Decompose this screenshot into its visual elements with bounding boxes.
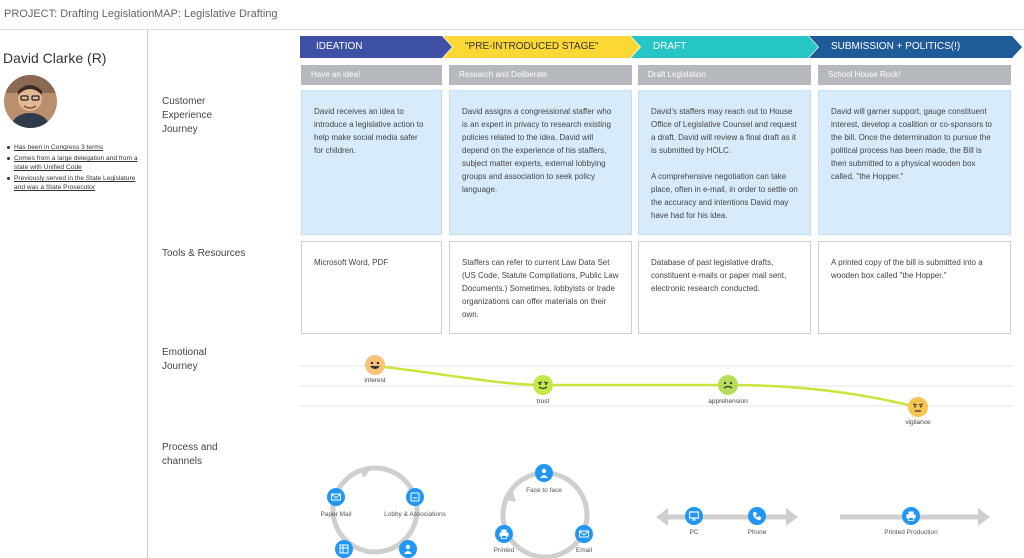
stage-draft[interactable]: DRAFT bbox=[653, 41, 687, 52]
web-icon[interactable] bbox=[335, 540, 353, 558]
emotion-label: interest bbox=[364, 377, 386, 384]
stage-subtitle-pre-introduced: Research and Deliberate bbox=[449, 65, 632, 85]
persona-bullet[interactable]: Comes from a large delegation and from a… bbox=[5, 154, 140, 172]
experience-text: David's staffers may reach out to House … bbox=[651, 107, 797, 155]
stage-arrow-submission bbox=[809, 36, 1022, 58]
channel-cycle-ring bbox=[330, 465, 420, 555]
tools-text: A printed copy of the bill is submitted … bbox=[831, 258, 983, 280]
emotion-face-trust[interactable] bbox=[533, 375, 553, 395]
email-icon[interactable] bbox=[575, 525, 593, 543]
row-label-process: Process and channels bbox=[162, 442, 218, 467]
stage-pre-introduced[interactable]: "PRE-INTRODUCED STAGE" bbox=[465, 41, 599, 52]
channel-label: Printed bbox=[493, 547, 515, 554]
experience-card-submission[interactable]: David will garner support, gauge constit… bbox=[818, 90, 1011, 235]
printer-icon[interactable] bbox=[495, 525, 513, 543]
persona-panel: David Clarke (R) Has been in Congress 3 … bbox=[0, 30, 148, 558]
channel-label: PC bbox=[689, 529, 699, 536]
channel-label: Face to face bbox=[526, 487, 562, 494]
stage-subtitle-draft: Draft Legislation bbox=[638, 65, 811, 85]
stage-arrow-pre-introduced bbox=[443, 36, 640, 58]
stage-submission[interactable]: SUBMISSION + POLITICS(!) bbox=[831, 41, 961, 52]
channel-cycle-arrowhead bbox=[505, 488, 516, 502]
stage-subtitle-submission: School House Rock! bbox=[818, 65, 1011, 85]
stage-arrows bbox=[300, 36, 1022, 58]
channel-label: Email bbox=[575, 547, 593, 554]
experience-text: A comprehensive negotiation can take pla… bbox=[651, 172, 798, 220]
experience-text: David will garner support, gauge constit… bbox=[831, 107, 992, 181]
channel-arrowhead-right bbox=[978, 508, 990, 526]
channel-label: Printed Production bbox=[884, 529, 938, 536]
row-label-experience: Customer Experience Journey bbox=[162, 96, 213, 135]
avatar bbox=[4, 75, 57, 128]
stage-subtitle-ideation: Have an idea! bbox=[301, 65, 442, 85]
persona-bullets: Has been in Congress 3 terms Comes from … bbox=[5, 143, 140, 194]
tools-card-submission[interactable]: A printed copy of the bill is submitted … bbox=[818, 241, 1011, 334]
printed-production-icon[interactable] bbox=[902, 507, 920, 525]
emotion-label: vigilance bbox=[905, 419, 931, 426]
tools-text: Microsoft Word, PDF bbox=[314, 258, 389, 267]
lobby-icon[interactable] bbox=[406, 488, 424, 506]
tools-card-ideation[interactable]: Microsoft Word, PDF bbox=[301, 241, 442, 334]
channel-label: Lobby & Associations bbox=[384, 511, 446, 518]
experience-card-draft[interactable]: David's staffers may reach out to House … bbox=[638, 90, 811, 235]
map-breadcrumb[interactable]: MAP: Legislative Drafting bbox=[154, 8, 278, 20]
emotion-line bbox=[374, 364, 918, 409]
tools-card-draft[interactable]: Database of past legislative drafts, con… bbox=[638, 241, 811, 334]
row-label-tools: Tools & Resources bbox=[162, 248, 246, 259]
experience-text: David receives an idea to introduce a le… bbox=[314, 107, 424, 155]
experience-card-pre-introduced[interactable]: David assigns a congressional staffer wh… bbox=[449, 90, 632, 235]
stage-arrow-ideation bbox=[300, 36, 452, 58]
pc-icon[interactable] bbox=[685, 507, 703, 525]
top-bar: PROJECT: Drafting Legislation MAP: Legis… bbox=[0, 0, 1024, 30]
stage-arrow-draft bbox=[631, 36, 818, 58]
channel-label: Paper Mail bbox=[320, 511, 352, 518]
emotion-label: apprehension bbox=[708, 398, 748, 405]
face-to-face-icon[interactable] bbox=[535, 464, 553, 482]
emotion-face-apprehension[interactable] bbox=[718, 375, 738, 395]
experience-text: David assigns a congressional staffer wh… bbox=[462, 107, 612, 194]
emotion-face-vigilance[interactable] bbox=[908, 397, 928, 417]
tools-text: Database of past legislative drafts, con… bbox=[651, 258, 787, 293]
channel-arrowhead-left bbox=[656, 508, 668, 526]
channel-label: Phone bbox=[747, 529, 767, 536]
persona-bullet[interactable]: Has been in Congress 3 terms bbox=[5, 143, 140, 152]
person-icon[interactable] bbox=[399, 540, 417, 558]
channel-cycle-arrowhead bbox=[360, 467, 372, 478]
emotion-chart bbox=[300, 364, 1012, 409]
channel-arrowhead-right bbox=[786, 508, 798, 526]
emotion-label: trust bbox=[536, 398, 550, 405]
paper-mail-icon[interactable] bbox=[327, 488, 345, 506]
row-label-emotion: Emotional Journey bbox=[162, 347, 207, 372]
persona-name: David Clarke (R) bbox=[3, 50, 107, 66]
emotion-face-interest[interactable] bbox=[365, 355, 385, 375]
phone-icon[interactable] bbox=[748, 507, 766, 525]
persona-bullet[interactable]: Previously served in the State Legislatu… bbox=[5, 174, 140, 192]
project-breadcrumb[interactable]: PROJECT: Drafting Legislation bbox=[4, 8, 155, 20]
channel-cycle-ring bbox=[500, 470, 590, 558]
stage-ideation[interactable]: IDEATION bbox=[316, 41, 363, 52]
experience-card-ideation[interactable]: David receives an idea to introduce a le… bbox=[301, 90, 442, 235]
tools-text: Staffers can refer to current Law Data S… bbox=[462, 258, 619, 319]
tools-card-pre-introduced[interactable]: Staffers can refer to current Law Data S… bbox=[449, 241, 632, 334]
